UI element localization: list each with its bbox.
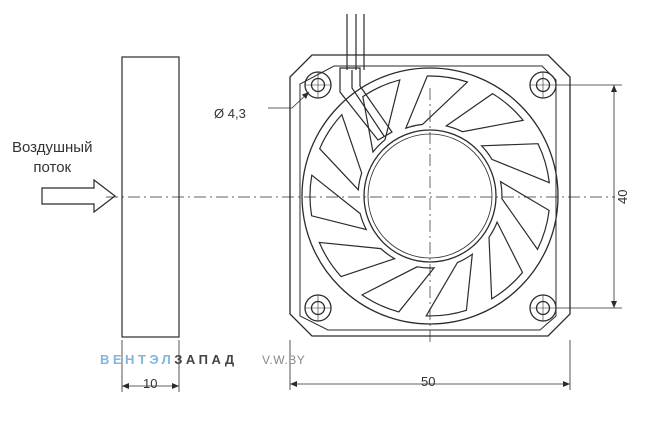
airflow-label-line1: Воздушный bbox=[12, 139, 93, 156]
site-text: V.W.BY bbox=[262, 353, 306, 367]
thickness-dimension bbox=[121, 340, 180, 392]
airflow-label-line2: поток bbox=[33, 159, 72, 176]
fan-venturi bbox=[301, 67, 559, 325]
fan-cable bbox=[339, 14, 393, 141]
hole-spacing-dimension bbox=[556, 84, 622, 309]
fan-blade bbox=[480, 143, 551, 184]
fan-frame bbox=[289, 54, 571, 337]
width-label: 50 bbox=[421, 374, 436, 389]
fan-blade bbox=[404, 75, 469, 130]
hole-spacing-label: 40 bbox=[615, 189, 630, 204]
fan-hub bbox=[363, 129, 497, 263]
fan-blade bbox=[360, 266, 436, 313]
brand-part1: ВЕНТЭЛ bbox=[100, 352, 175, 367]
airflow-arrow bbox=[41, 178, 116, 214]
fan-blades bbox=[309, 75, 551, 317]
fan-blade bbox=[318, 113, 363, 192]
hole-diameter-label: Ø 4,3 bbox=[214, 106, 246, 121]
fan-blade bbox=[318, 241, 397, 278]
thickness-label: 10 bbox=[143, 376, 158, 391]
width-dimension bbox=[289, 340, 571, 390]
fan-inner-frame bbox=[299, 65, 557, 331]
fan-blade bbox=[444, 92, 525, 133]
brand-part2: ЗАПАД bbox=[174, 352, 238, 367]
hole-leader bbox=[268, 91, 310, 109]
airflow-label: Воздушный поток bbox=[12, 138, 92, 178]
fan-blade bbox=[309, 174, 368, 231]
fan-blade bbox=[499, 180, 550, 251]
fan-blade bbox=[488, 220, 524, 300]
fan-blade bbox=[425, 252, 474, 317]
mounting-holes bbox=[304, 71, 557, 322]
brand-logo: ВЕНТЭЛЗАПАД bbox=[100, 352, 238, 367]
